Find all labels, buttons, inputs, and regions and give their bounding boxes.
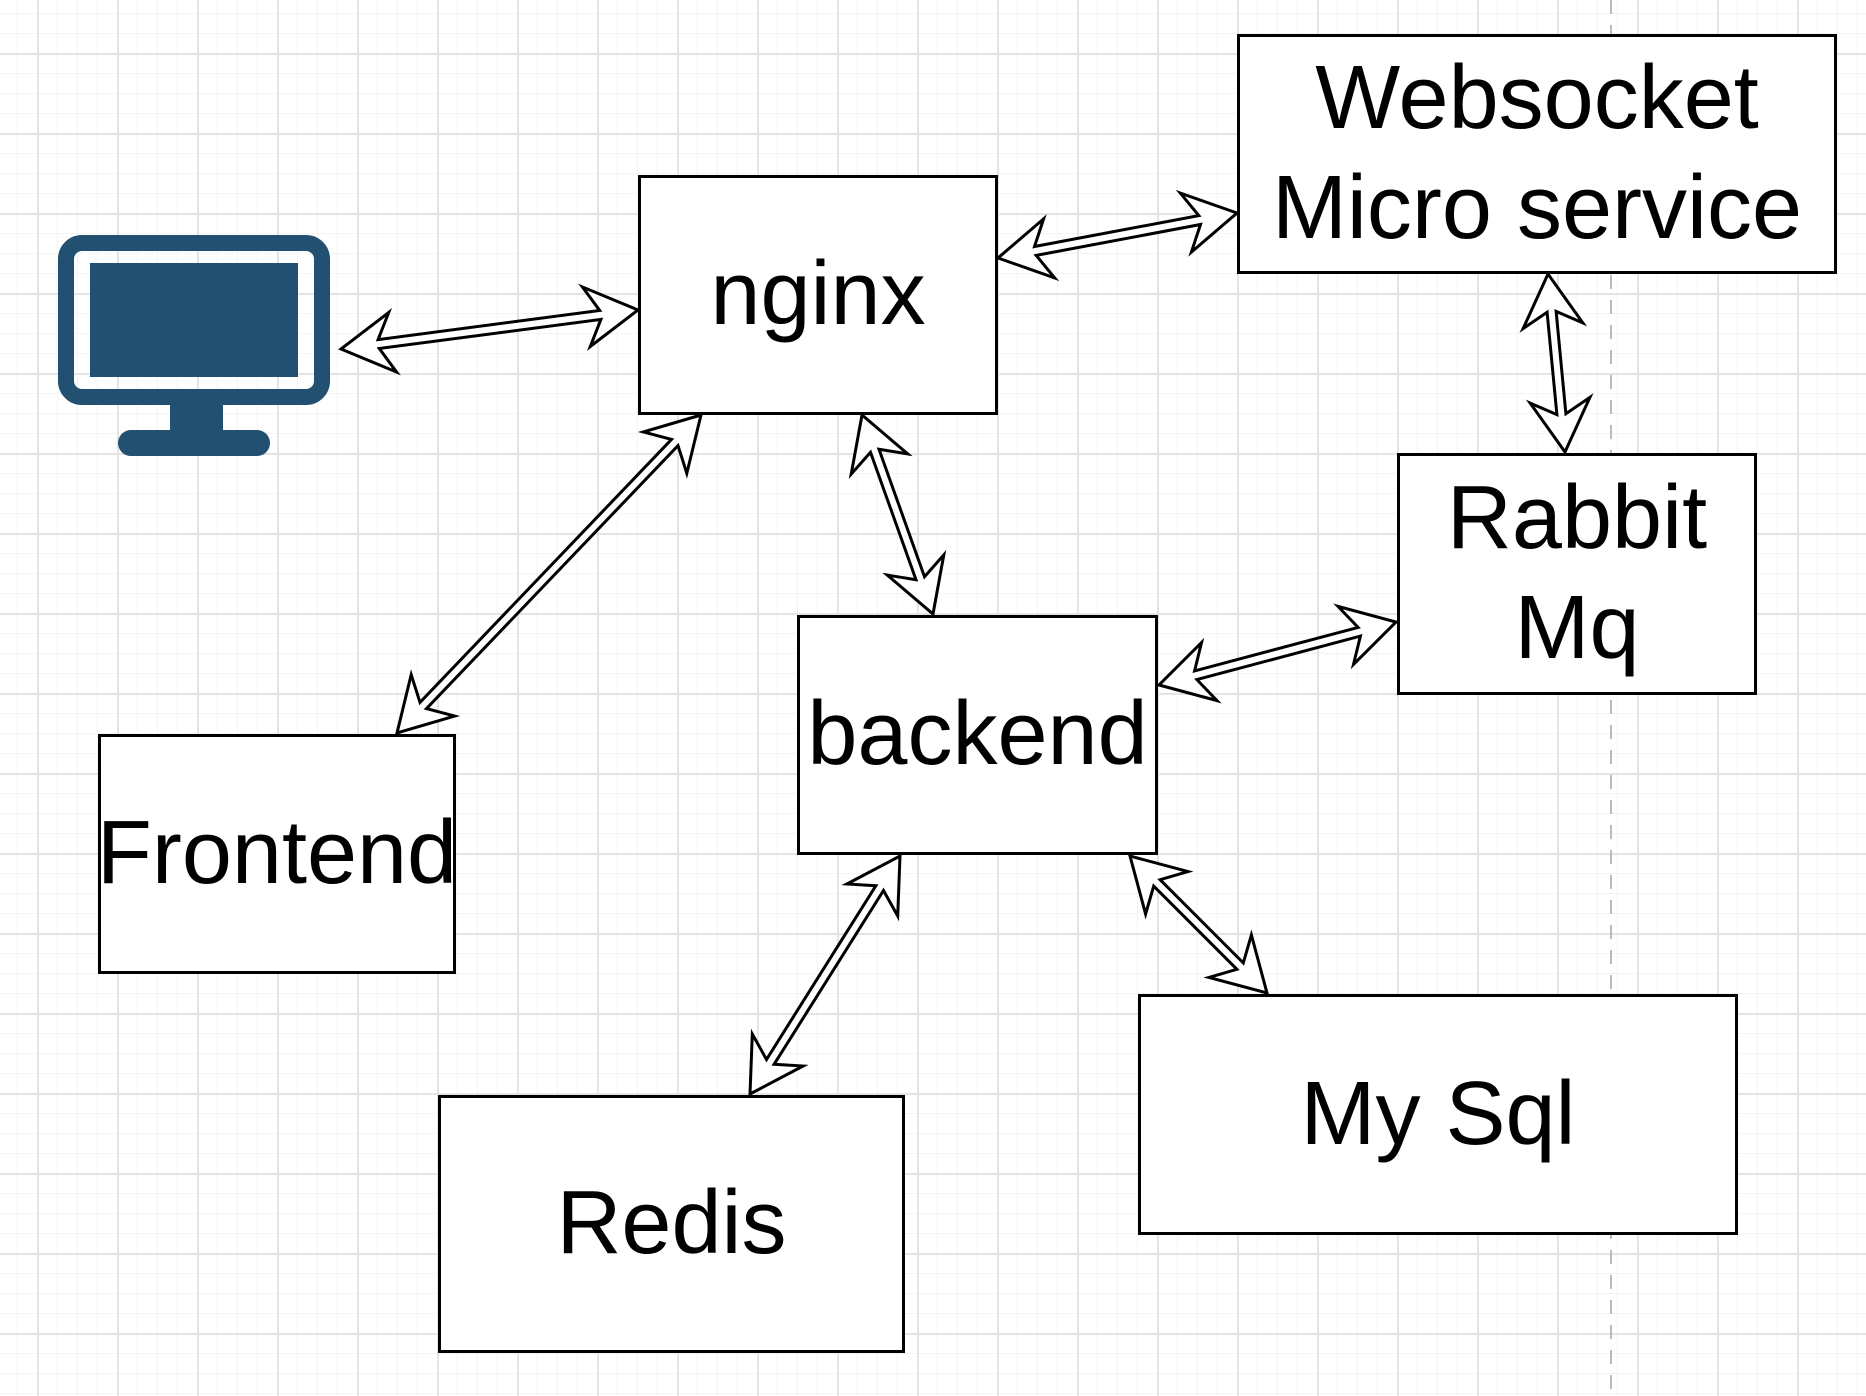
connection-nginx-websocket-arrow[interactable] [995, 189, 1240, 282]
connection-nginx-backend-arrow[interactable] [848, 412, 947, 617]
node-redis-label: Redis [556, 1173, 787, 1274]
node-mysql[interactable]: My Sql [1138, 994, 1738, 1235]
node-frontend-label: Frontend [96, 803, 458, 904]
monitor-screen [90, 263, 298, 377]
node-mysql-label: My Sql [1300, 1063, 1576, 1164]
connection-backend-mysql-arrow[interactable] [1127, 853, 1270, 996]
connection-backend-redis-arrow[interactable] [748, 853, 902, 1097]
connection-client-nginx-arrow[interactable] [338, 283, 641, 376]
monitor-bezel [58, 235, 330, 405]
connection-nginx-frontend-arrow[interactable] [394, 412, 704, 736]
connection-backend-rabbitmq-arrow[interactable] [1156, 603, 1399, 704]
node-websocket-label: Websocket Micro service [1271, 48, 1803, 258]
node-frontend[interactable]: Frontend [96, 734, 458, 974]
node-websocket-micro-service[interactable]: Websocket Micro service [1237, 34, 1837, 274]
node-nginx-label: nginx [710, 244, 926, 345]
computer-monitor-icon[interactable] [58, 235, 330, 456]
node-backend-label: backend [807, 684, 1148, 785]
node-nginx[interactable]: nginx [638, 175, 998, 415]
node-rabbitmq[interactable]: Rabbit Mq [1397, 453, 1757, 695]
node-backend[interactable]: backend [797, 615, 1158, 855]
node-redis[interactable]: Redis [438, 1095, 905, 1353]
connection-websocket-rabbitmq-arrow[interactable] [1519, 271, 1594, 455]
monitor-stand-base [118, 430, 270, 456]
node-rabbitmq-label: Rabbit Mq [1446, 468, 1708, 678]
